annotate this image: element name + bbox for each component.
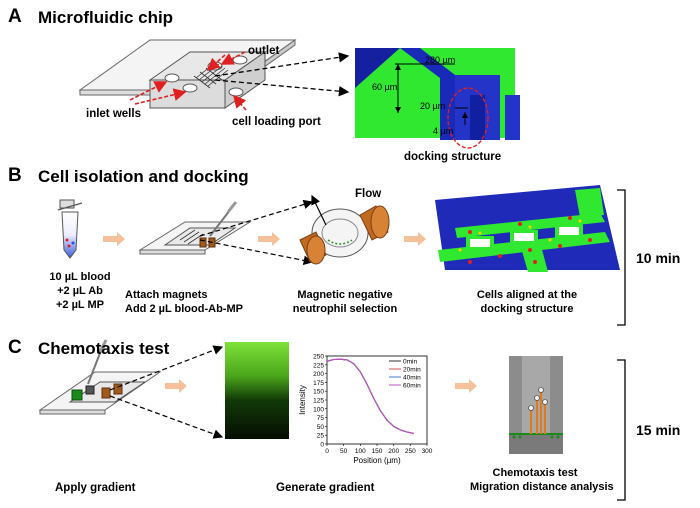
test-line2: Migration distance analysis bbox=[470, 481, 614, 493]
step4-text: Cells aligned at the docking structure bbox=[462, 288, 592, 316]
panel-b-letter: B bbox=[8, 165, 22, 186]
dim-60: 60 µm bbox=[372, 82, 398, 92]
y-tick-label: 0 bbox=[320, 442, 324, 449]
step3-line1: Magnetic negative bbox=[297, 289, 393, 301]
bracket-b bbox=[617, 189, 626, 326]
gradient-fluorescence-image bbox=[225, 342, 289, 439]
docking-structure-render bbox=[355, 48, 520, 149]
y-axis-label: Intensity bbox=[298, 385, 307, 415]
panel-b-title: Cell isolation and docking bbox=[38, 167, 249, 186]
zoom-lines-a bbox=[214, 52, 350, 97]
y-tick-label: 225 bbox=[313, 362, 324, 369]
chemotaxis-test-text: Chemotaxis test Migration distance analy… bbox=[470, 466, 614, 494]
aligned-cells-render bbox=[435, 185, 620, 272]
migration-micrograph bbox=[509, 356, 563, 454]
x-tick-label: 50 bbox=[340, 448, 348, 455]
step4-line2: docking structure bbox=[480, 303, 574, 315]
x-tick-label: 300 bbox=[422, 448, 433, 455]
y-tick-label: 250 bbox=[313, 354, 324, 361]
y-tick-label: 75 bbox=[317, 415, 325, 422]
label-inlet-wells: inlet wells bbox=[86, 108, 141, 120]
y-tick-label: 125 bbox=[313, 398, 324, 405]
label-flow: Flow bbox=[355, 188, 382, 200]
flow-arrows-b bbox=[103, 232, 477, 393]
label-cell-loading-port: cell loading port bbox=[232, 116, 321, 128]
test-line1: Chemotaxis test bbox=[492, 467, 578, 479]
x-tick-label: 250 bbox=[405, 448, 416, 455]
chip-a-red-arrows bbox=[129, 51, 247, 111]
x-axis-label: Position (µm) bbox=[353, 456, 401, 465]
chip-b bbox=[138, 201, 252, 255]
zoom-lines-c bbox=[109, 345, 224, 439]
label-outlet: outlet bbox=[248, 45, 280, 57]
chip-c bbox=[38, 339, 162, 415]
step2-text: Attach magnets Add 2 µL blood-Ab-MP bbox=[125, 288, 243, 316]
y-tick-label: 50 bbox=[317, 424, 325, 431]
magnetic-selection bbox=[299, 194, 390, 265]
x-tick-label: 0 bbox=[325, 448, 329, 455]
step2-line2: Add 2 µL blood-Ab-MP bbox=[125, 303, 243, 315]
step3-line2: neutrophil selection bbox=[292, 303, 398, 315]
step1-line2: +2 µL Ab bbox=[57, 285, 103, 297]
y-tick-label: 25 bbox=[317, 433, 325, 440]
blood-tube bbox=[57, 199, 83, 259]
step1-line1: 10 µL blood bbox=[49, 271, 111, 283]
panel-a-title: Microfluidic chip bbox=[38, 8, 174, 27]
panel-c-letter: C bbox=[8, 337, 22, 358]
label-generate-gradient: Generate gradient bbox=[276, 482, 375, 494]
legend-label-60min: 60min bbox=[403, 383, 421, 390]
legend-label-40min: 40min bbox=[403, 375, 421, 382]
dim-4: 4 µm bbox=[433, 126, 454, 136]
panel-a-letter: A bbox=[8, 6, 22, 27]
panel-c-title: Chemotaxis test bbox=[38, 339, 170, 358]
label-apply-gradient: Apply gradient bbox=[55, 482, 136, 494]
zoom-lines-b bbox=[199, 199, 314, 266]
step2-line1: Attach magnets bbox=[125, 289, 208, 301]
legend-label-20min: 20min bbox=[403, 367, 421, 374]
chip-a-slide bbox=[78, 39, 297, 109]
legend-label-0min: 0min bbox=[403, 359, 417, 366]
time-15-min: 15 min bbox=[636, 422, 681, 438]
y-tick-label: 150 bbox=[313, 389, 324, 396]
step1-line3: +2 µL MP bbox=[55, 299, 104, 311]
dim-20: 20 µm bbox=[420, 101, 446, 111]
x-tick-label: 100 bbox=[355, 448, 366, 455]
y-tick-label: 200 bbox=[313, 371, 324, 378]
y-tick-label: 175 bbox=[313, 380, 324, 387]
label-docking-structure: docking structure bbox=[404, 151, 502, 163]
series-line-60min bbox=[326, 358, 414, 434]
step1-text: 10 µL blood +2 µL Ab +2 µL MP bbox=[40, 270, 120, 312]
step3-text: Magnetic negative neutrophil selection bbox=[290, 288, 400, 316]
time-10-min: 10 min bbox=[636, 250, 681, 266]
x-tick-label: 150 bbox=[372, 448, 383, 455]
dim-280: 280 µm bbox=[425, 55, 456, 65]
x-tick-label: 200 bbox=[388, 448, 399, 455]
step4-line1: Cells aligned at the bbox=[476, 289, 578, 301]
bracket-c bbox=[617, 359, 626, 501]
y-tick-label: 100 bbox=[313, 406, 324, 413]
